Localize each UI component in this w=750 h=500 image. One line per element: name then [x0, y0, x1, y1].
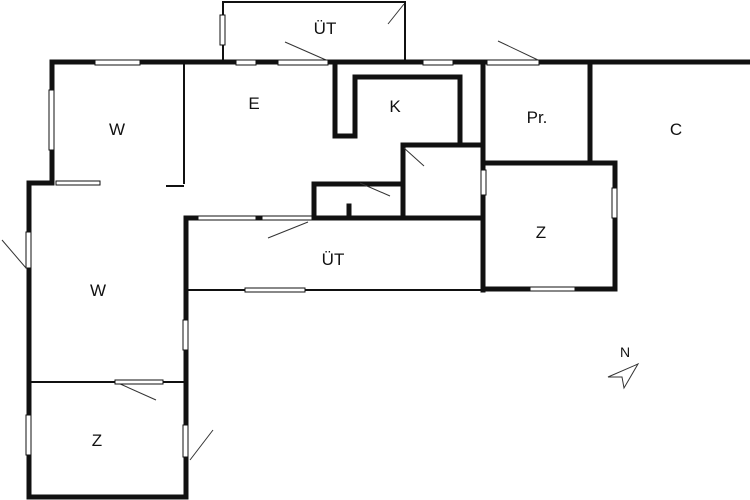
- room-label-pr: Pr.: [526, 108, 548, 127]
- room-label-w-lower: W: [89, 281, 107, 300]
- e-k-area: [183, 59, 487, 293]
- room-label-k: K: [389, 97, 401, 116]
- room-label-e: E: [248, 94, 260, 113]
- room-label-z-bottom: Z: [91, 431, 103, 450]
- room-label-ut-top: ÜT: [313, 19, 337, 38]
- room-label-z-right: Z: [535, 223, 547, 242]
- balcony-top: [219, 1, 406, 62]
- top-wall: [49, 40, 750, 66]
- left-walls: [1, 59, 189, 500]
- north-label: N: [620, 344, 631, 360]
- left-block-interior: [30, 62, 214, 500]
- room-label-w-upper: W: [108, 120, 126, 139]
- terrace-mid: [186, 287, 483, 293]
- pr-z-right: [480, 59, 618, 292]
- room-label-ut-mid: ÜT: [321, 250, 345, 269]
- north-arrow: [607, 362, 640, 390]
- room-label-c: C: [669, 120, 683, 139]
